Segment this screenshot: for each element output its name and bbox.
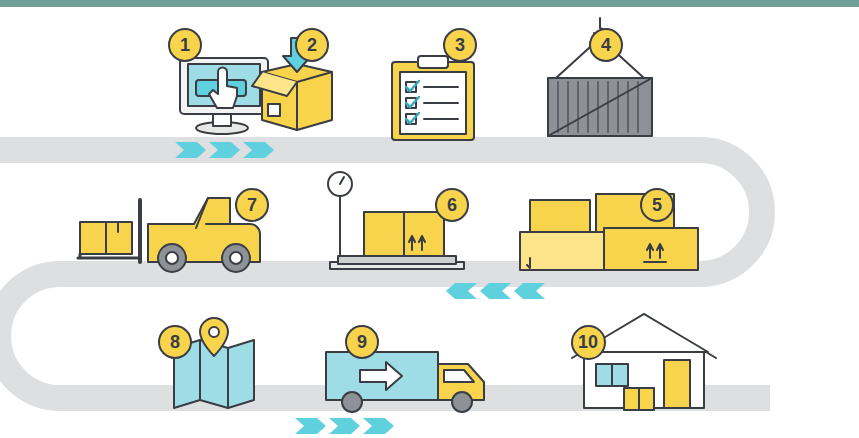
callout-circle: 6 <box>435 188 469 222</box>
callout-circle: 2 <box>295 28 329 62</box>
step-number: 1 <box>180 36 190 54</box>
step-number: 6 <box>447 196 457 214</box>
callout-circle: 1 <box>168 28 202 62</box>
callout-circle: 7 <box>235 188 269 222</box>
callout-circle: 4 <box>589 28 623 62</box>
step-number: 5 <box>652 196 662 214</box>
step-number: 7 <box>247 196 257 214</box>
step-number: 10 <box>578 333 598 351</box>
callout-circle: 3 <box>443 28 477 62</box>
callout-circle: 8 <box>158 325 192 359</box>
step-number: 2 <box>307 36 317 54</box>
step-number: 9 <box>357 333 367 351</box>
step-number: 8 <box>170 333 180 351</box>
callout-circle: 10 <box>571 325 606 360</box>
callout-circle: 5 <box>640 188 674 222</box>
step-number: 4 <box>601 36 611 54</box>
step-number: 3 <box>455 36 465 54</box>
callout-circle: 9 <box>345 325 379 359</box>
